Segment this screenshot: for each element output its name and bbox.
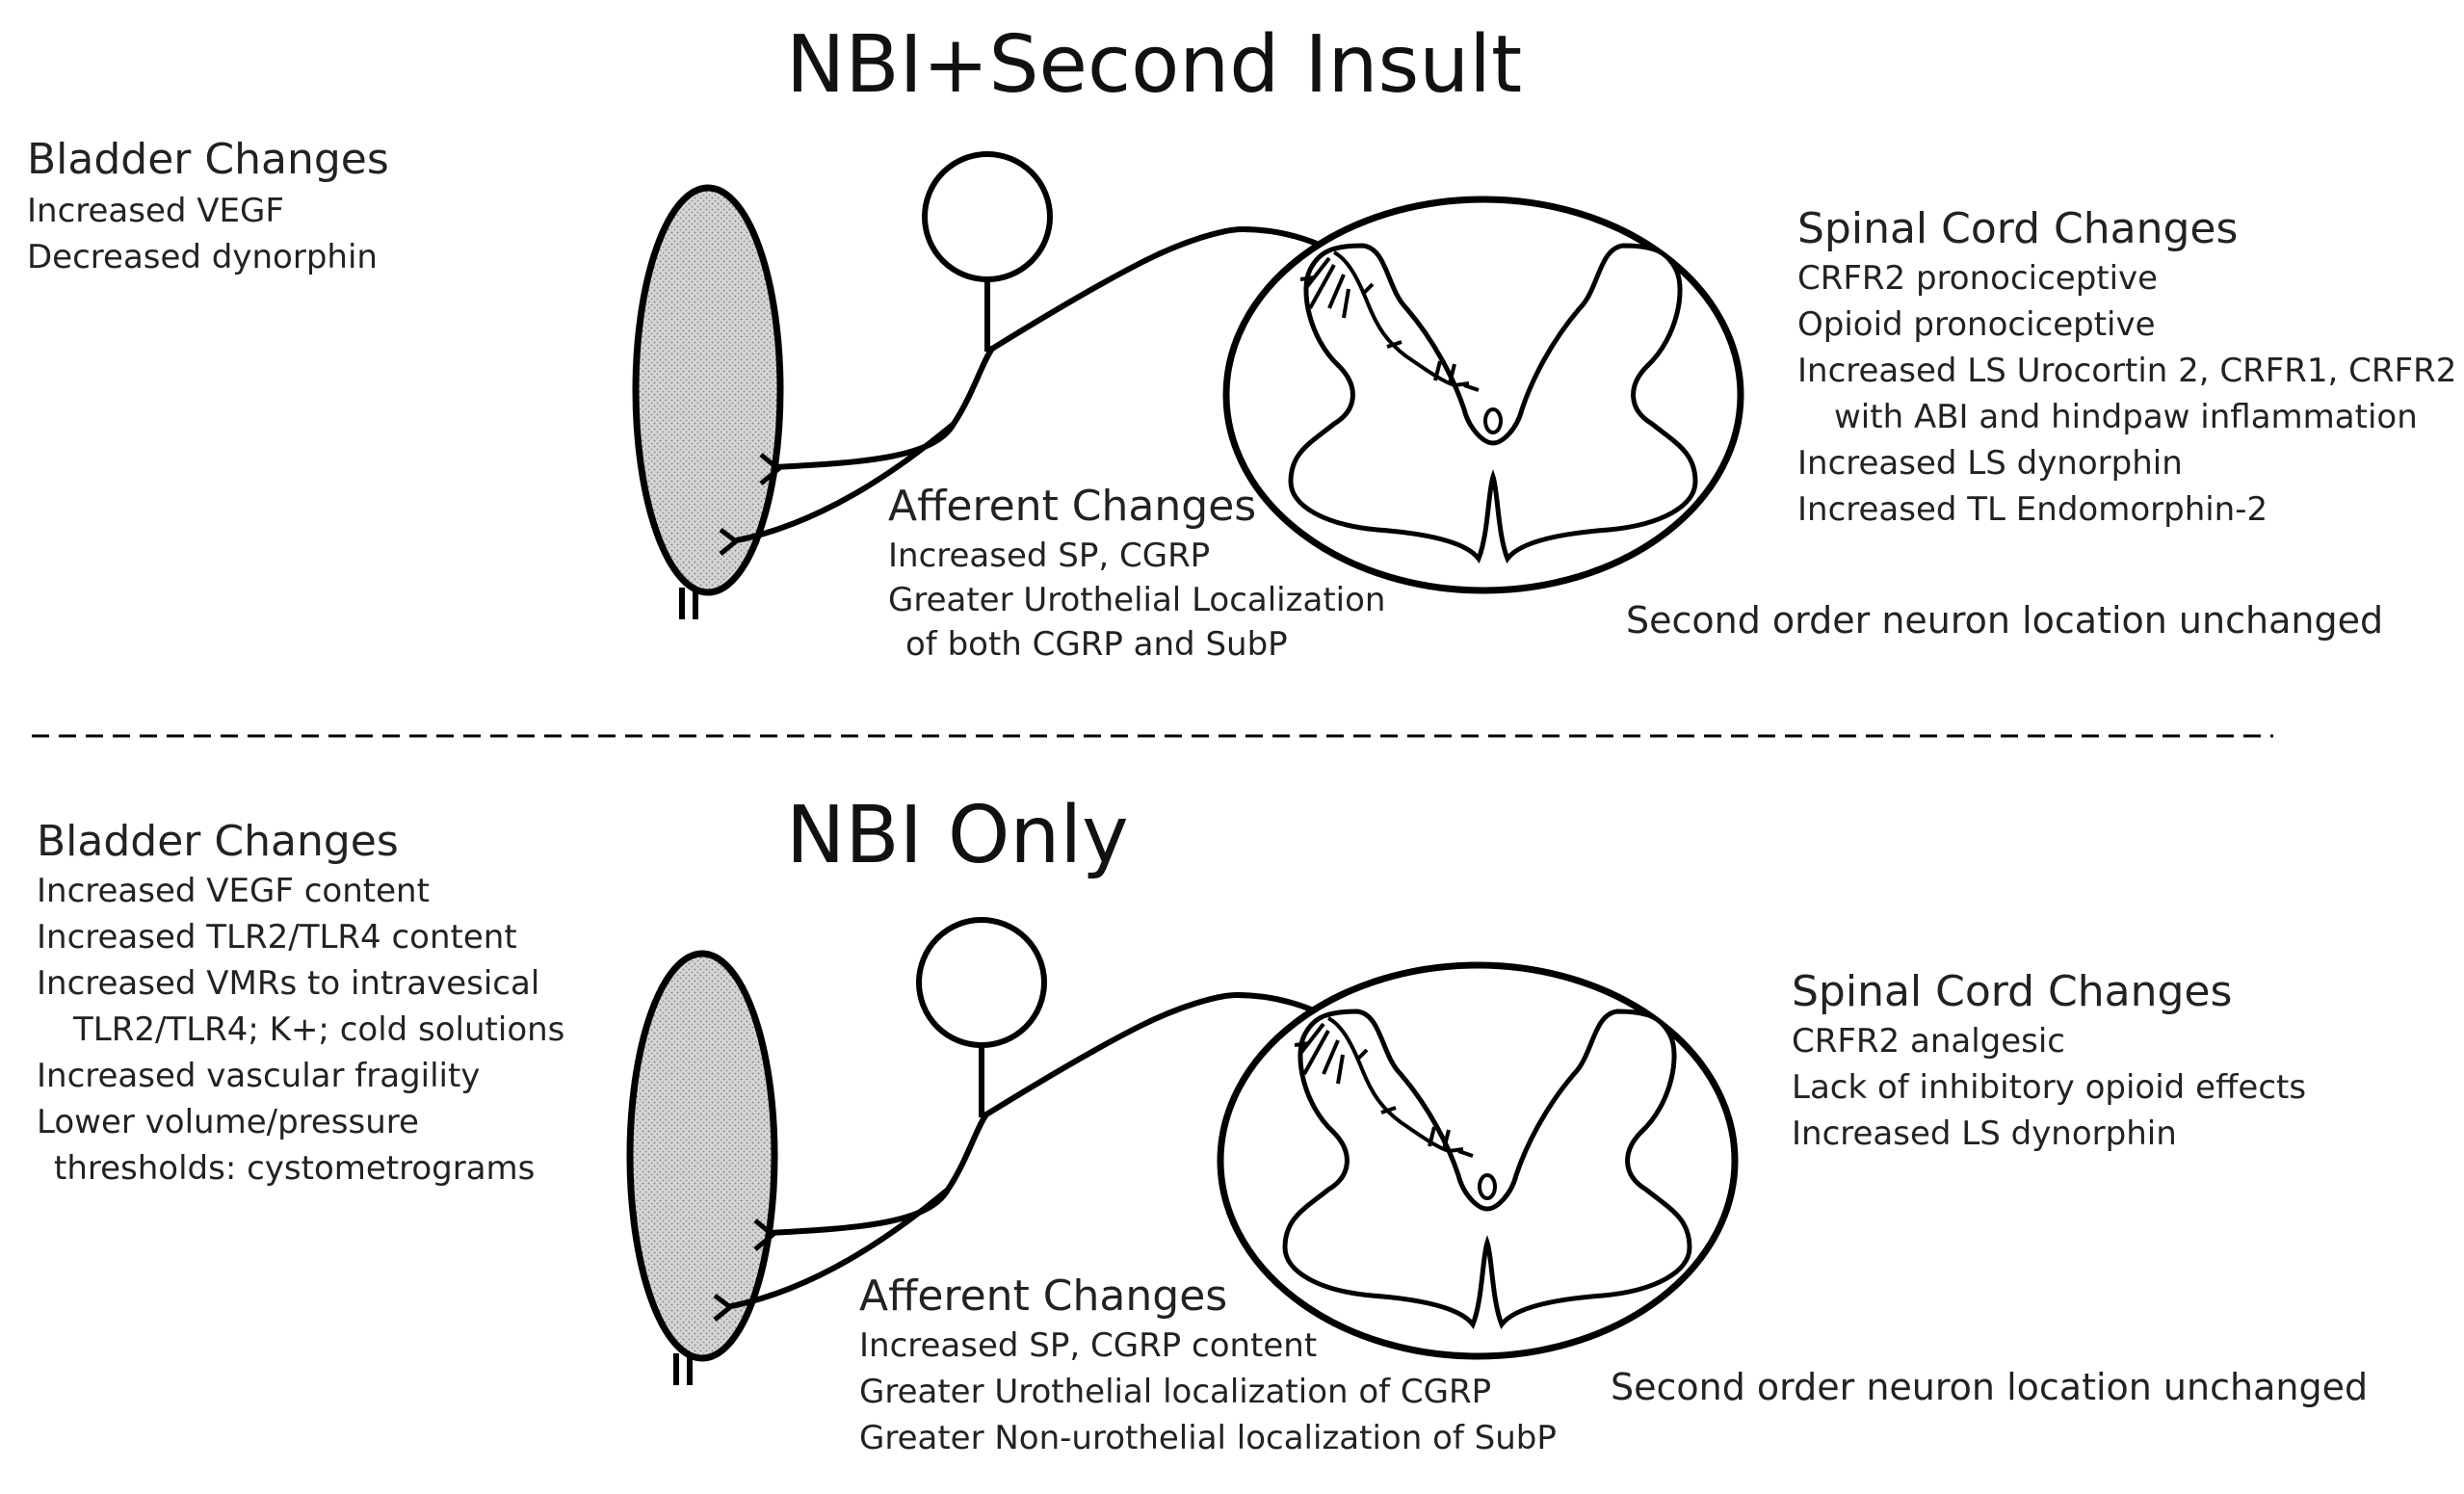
bottom-afferent-block: Afferent Changes Increased SP, CGRP cont… bbox=[859, 1271, 1557, 1457]
bottom-afferent-line: Greater Urothelial localization of CGRP bbox=[859, 1373, 1492, 1411]
bottom-spinal-line: Increased LS dynorphin bbox=[1792, 1114, 2177, 1153]
top-afferent-line: Greater Urothelial Localization bbox=[888, 581, 1386, 619]
top-spinal-line: CRFR2 pronociceptive bbox=[1797, 259, 2159, 298]
top-afferent-line: Increased SP, CGRP bbox=[888, 537, 1211, 575]
top-spinal-line: with ABI and hindpaw inflammation bbox=[1834, 398, 2418, 436]
bottom-spinal-block: Spinal Cord Changes CRFR2 analgesic Lack… bbox=[1792, 967, 2306, 1153]
top-bladder-heading: Bladder Changes bbox=[27, 135, 389, 184]
top-spinal-heading: Spinal Cord Changes bbox=[1797, 204, 2239, 253]
bottom-spinal-line: Lack of inhibitory opioid effects bbox=[1792, 1068, 2307, 1107]
bottom-bladder-line: TLR2/TLR4; K+; cold solutions bbox=[73, 1010, 565, 1049]
bottom-bladder-heading: Bladder Changes bbox=[37, 817, 399, 866]
bottom-bladder-line: Increased VMRs to intravesical bbox=[37, 964, 540, 1003]
bottom-afferent-heading: Afferent Changes bbox=[859, 1271, 1228, 1321]
bottom-afferent-line: Increased SP, CGRP content bbox=[859, 1326, 1318, 1365]
bottom-neuron-note: Second order neuron location unchanged bbox=[1611, 1366, 2369, 1408]
top-spinal-block: Spinal Cord Changes CRFR2 pronociceptive… bbox=[1797, 204, 2456, 529]
bottom-bladder-line: Increased TLR2/TLR4 content bbox=[37, 918, 517, 957]
bottom-bladder-block: Bladder Changes Increased VEGF content I… bbox=[37, 817, 564, 1188]
bottom-spinal-heading: Spinal Cord Changes bbox=[1792, 967, 2233, 1016]
bottom-bladder-line: Increased vascular fragility bbox=[37, 1057, 481, 1095]
top-bladder-line: Increased VEGF bbox=[27, 192, 284, 230]
top-title: NBI+Second Insult bbox=[786, 19, 1523, 111]
top-bladder-block: Bladder Changes Increased VEGF Decreased… bbox=[27, 135, 389, 276]
top-neuron-note: Second order neuron location unchanged bbox=[1626, 599, 2384, 642]
top-afferent-line: of both CGRP and SubP bbox=[905, 625, 1288, 664]
bottom-title: NBI Only bbox=[786, 790, 1129, 881]
top-spinal-line: Opioid pronociceptive bbox=[1797, 305, 2156, 344]
bottom-afferent-line: Greater Non-urothelial localization of S… bbox=[859, 1419, 1557, 1457]
bottom-bladder-line: Lower volume/pressure bbox=[37, 1103, 419, 1141]
bottom-bladder-line: thresholds: cystometrograms bbox=[54, 1149, 536, 1188]
bottom-spinal-line: CRFR2 analgesic bbox=[1792, 1022, 2066, 1061]
top-bladder-line: Decreased dynorphin bbox=[27, 238, 378, 276]
bottom-bladder-line: Increased VEGF content bbox=[37, 872, 430, 910]
top-spinal-line: Increased TL Endomorphin-2 bbox=[1797, 490, 2268, 529]
top-spinal-line: Increased LS dynorphin bbox=[1797, 444, 2183, 483]
top-afferent-block: Afferent Changes Increased SP, CGRP Grea… bbox=[888, 482, 1385, 664]
top-spinal-line: Increased LS Urocortin 2, CRFR1, CRFR2 bbox=[1797, 352, 2457, 390]
top-afferent-heading: Afferent Changes bbox=[888, 482, 1257, 531]
